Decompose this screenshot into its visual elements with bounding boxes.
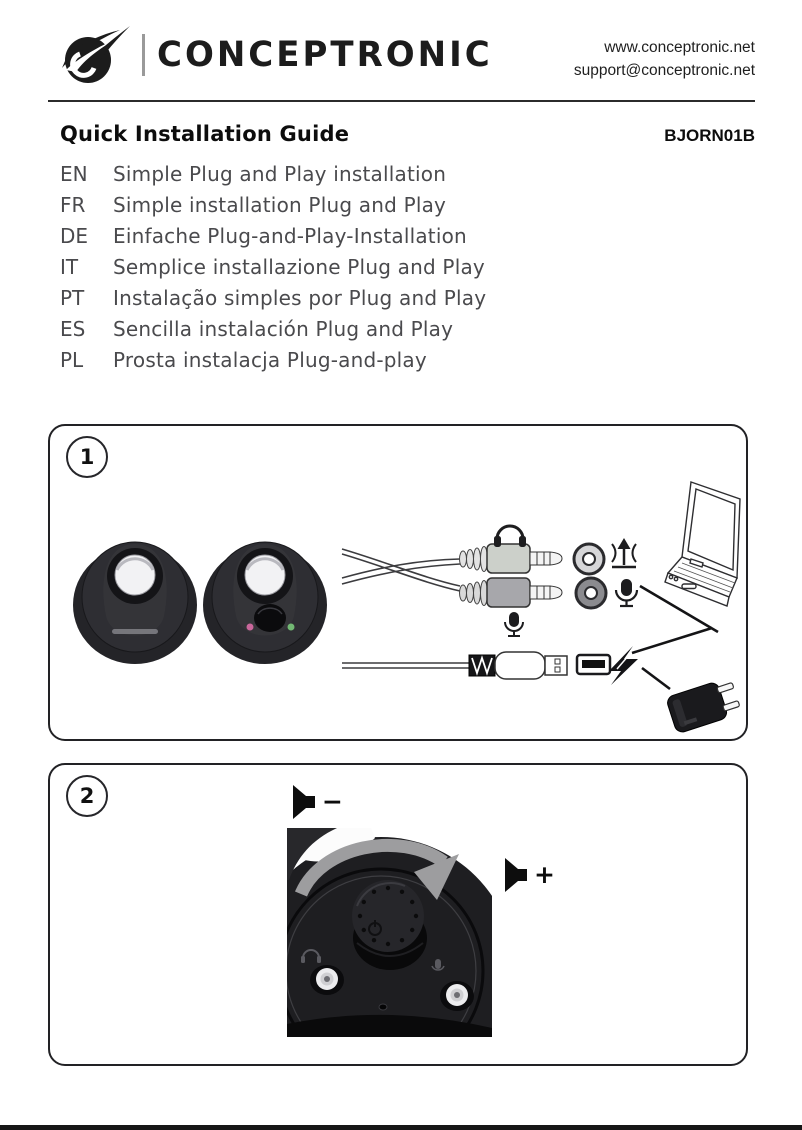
step-2-box: 2 − + xyxy=(48,763,748,1066)
brand-wordmark: CONCEPTRONIC xyxy=(157,34,493,76)
audio-cables-image xyxy=(341,548,461,592)
rotate-clockwise-arrow-icon xyxy=(295,838,459,900)
lightning-icon xyxy=(609,646,638,685)
language-text: Semplice installazione Plug and Play xyxy=(113,254,485,279)
model-number: BJORN01B xyxy=(664,126,755,145)
language-code: IT xyxy=(60,254,79,279)
connection-lines xyxy=(631,584,719,691)
speaker-pair-image xyxy=(73,541,327,664)
logo-divider xyxy=(142,34,145,76)
conceptronic-logo-icon xyxy=(62,26,130,83)
power-adapter-icon xyxy=(667,682,740,733)
mic-port-icon xyxy=(574,576,608,610)
language-text: Einfache Plug-and-Play-Installation xyxy=(113,223,467,248)
knob-dot-ring xyxy=(357,885,419,947)
language-code: DE xyxy=(60,223,89,248)
website-text: www.conceptronic.net xyxy=(604,39,755,56)
microphone-icon xyxy=(504,612,524,637)
headphones-icon xyxy=(494,524,526,547)
support-email-text: support@conceptronic.net xyxy=(573,62,755,79)
language-text: Instalação simples por Plug and Play xyxy=(113,285,487,310)
language-text: Simple installation Plug and Play xyxy=(113,192,447,217)
minus-sign: − xyxy=(322,787,343,816)
header-contact: www.conceptronic.net support@conceptroni… xyxy=(574,36,755,82)
volume-down-icon: − xyxy=(293,785,343,819)
title-row: Quick Installation Guide BJORN01B xyxy=(60,122,755,146)
usb-port-icon xyxy=(575,653,612,676)
language-code: PT xyxy=(60,285,85,310)
volume-knob-image xyxy=(352,880,427,970)
headphone-port-icon xyxy=(572,542,606,576)
led-left xyxy=(246,623,254,631)
language-text: Simple Plug and Play installation xyxy=(113,161,447,186)
microphone-plug xyxy=(459,577,563,608)
speaker-glyph xyxy=(505,858,527,892)
led-right xyxy=(287,623,295,631)
language-code: PL xyxy=(60,347,84,372)
language-list: EN Simple Plug and Play installation FR … xyxy=(60,158,486,375)
step-1-badge: 1 xyxy=(66,436,108,478)
volume-knob-photo xyxy=(287,828,492,1037)
language-code: FR xyxy=(60,192,86,217)
language-row: DE Einfache Plug-and-Play-Installation xyxy=(60,220,486,251)
conceptronic-logo: CONCEPTRONIC xyxy=(54,24,493,86)
step-2-badge: 2 xyxy=(66,775,108,817)
line-out-icon xyxy=(611,538,637,569)
mic-in-icon xyxy=(614,579,639,608)
headphone-engraving-icon xyxy=(301,949,321,963)
language-row: FR Simple installation Plug and Play xyxy=(60,189,486,220)
usb-connector xyxy=(494,651,546,680)
language-row: EN Simple Plug and Play installation xyxy=(60,158,486,189)
usb-cable-image xyxy=(342,651,568,680)
header-divider-rule xyxy=(48,100,755,102)
language-row: IT Semplice installazione Plug and Play xyxy=(60,251,486,282)
mic-engraving-icon xyxy=(431,959,445,971)
mic-jack-hole xyxy=(440,981,474,1011)
page-bottom-bar xyxy=(0,1125,802,1130)
language-code: EN xyxy=(60,161,88,186)
step-1-illustration xyxy=(73,481,741,733)
language-row: ES Sencilla instalación Plug and Play xyxy=(60,313,486,344)
language-text: Sencilla instalación Plug and Play xyxy=(113,316,454,341)
speaker-top-photo xyxy=(287,828,492,1037)
power-symbol-icon xyxy=(368,920,382,936)
plus-sign: + xyxy=(534,860,555,889)
language-code: ES xyxy=(60,316,86,341)
language-text: Prosta instalacja Plug-and-play xyxy=(113,347,427,372)
laptop-icon xyxy=(664,481,741,607)
volume-up-icon: + xyxy=(505,858,555,892)
page-title: Quick Installation Guide xyxy=(60,122,350,146)
led-hole xyxy=(378,1003,388,1011)
brand-strip xyxy=(112,629,158,634)
headphone-plug xyxy=(459,543,563,574)
step-1-box: 1 xyxy=(48,424,748,741)
speaker-glyph xyxy=(293,785,315,819)
language-row: PL Prosta instalacja Plug-and-play xyxy=(60,344,486,375)
language-row: PT Instalação simples por Plug and Play xyxy=(60,282,486,313)
headphone-jack-hole xyxy=(310,965,344,995)
